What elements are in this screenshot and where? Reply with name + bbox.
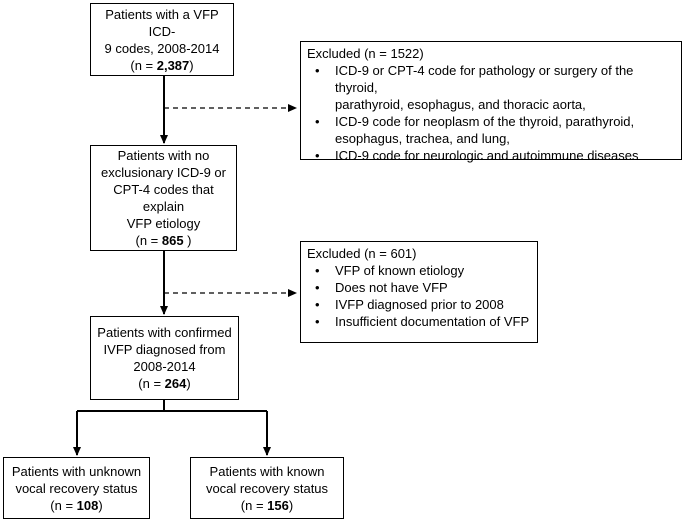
box-confirmed-line-3: 2008-2014	[133, 359, 196, 374]
box-excluded-2: Excluded (n = 601) VFP of known etiology…	[300, 241, 538, 343]
excluded-1-item-2: ICD-9 code for neoplasm of the thyroid, …	[307, 113, 675, 147]
excluded-1-title: Excluded (n = 1522)	[307, 46, 424, 61]
excluded-2-list: VFP of known etiology Does not have VFP …	[307, 262, 531, 330]
box-confirmed-ivfp: Patients with confirmed IVFP diagnosed f…	[90, 316, 239, 400]
box-confirmed-line-2: IVFP diagnosed from	[103, 342, 226, 357]
box-excluded-1: Excluded (n = 1522) ICD-9 or CPT-4 code …	[300, 41, 682, 164]
box-unknown-count: (n = 108)	[50, 497, 103, 513]
box-unknown-recovery: Patients with unknown vocal recovery sta…	[3, 457, 150, 519]
excluded-1-item-1: ICD-9 or CPT-4 code for pathology or sur…	[307, 62, 675, 113]
excluded-2-item-2: Does not have VFP	[307, 279, 531, 296]
box-unknown-line-1: Patients with unknown	[11, 463, 142, 479]
box-no-exclusionary-line-4: VFP etiology	[126, 216, 201, 231]
box-confirmed-line-1: Patients with confirmed	[97, 325, 232, 340]
excluded-2-title: Excluded (n = 601)	[307, 246, 417, 261]
box-no-exclusionary-line-3: CPT-4 codes that explain	[113, 182, 214, 214]
excluded-1-list: ICD-9 or CPT-4 code for pathology or sur…	[307, 62, 675, 164]
box-known-line-2: vocal recovery status	[205, 480, 329, 496]
box-initial-count: (n = 2,387)	[130, 57, 194, 73]
box-known-line-1: Patients with known	[209, 463, 325, 479]
box-known-recovery: Patients with known vocal recovery statu…	[190, 457, 344, 519]
box-initial-line-1: Patients with a VFP ICD-	[105, 6, 219, 39]
box-initial-patients: Patients with a VFP ICD- 9 codes, 2008-2…	[90, 3, 234, 76]
box-no-exclusionary-codes: Patients with no exclusionary ICD-9 or C…	[90, 145, 237, 251]
box-confirmed-count: (n = 264)	[138, 376, 191, 391]
excluded-2-item-1: VFP of known etiology	[307, 262, 531, 279]
excluded-1-item-3: ICD-9 code for neurologic and autoimmune…	[307, 147, 675, 164]
box-no-exclusionary-line-1: Patients with no	[117, 148, 210, 163]
box-no-exclusionary-count: (n = 865 )	[135, 233, 192, 248]
excluded-2-item-4: Insufficient documentation of VFP	[307, 313, 531, 330]
excluded-2-item-3: IVFP diagnosed prior to 2008	[307, 296, 531, 313]
box-unknown-line-2: vocal recovery status	[15, 480, 138, 496]
box-initial-line-2: 9 codes, 2008-2014	[104, 40, 220, 56]
box-no-exclusionary-line-2: exclusionary ICD-9 or	[101, 165, 226, 180]
box-known-count: (n = 156)	[240, 497, 294, 513]
